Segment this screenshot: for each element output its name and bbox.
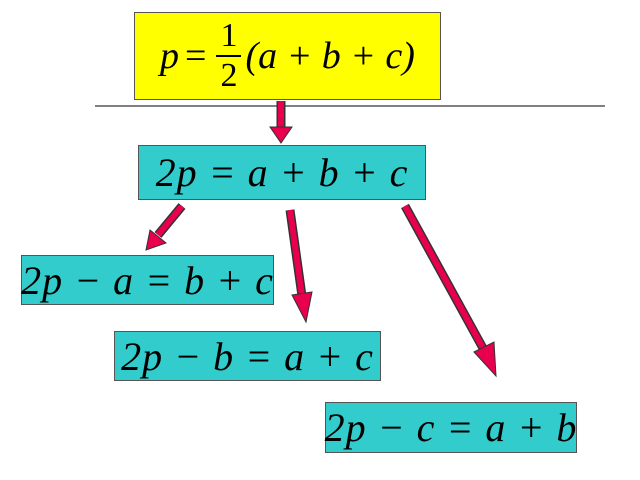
- derived-equation-c: 2p − c = a + b: [324, 405, 578, 450]
- arrow-perimeter-to-c: [401, 203, 497, 378]
- arrow-formula-to-perimeter: [269, 101, 293, 144]
- fraction-numerator: 1: [216, 19, 242, 57]
- derived-equation-box-c: 2p − c = a + b: [325, 402, 577, 453]
- derived-equation-box-b: 2p − b = a + c: [114, 331, 381, 381]
- formula-fraction: 1 2: [216, 19, 242, 94]
- derived-equation-box-a: 2p − a = b + c: [21, 255, 274, 305]
- semiperimeter-formula-box: p = 1 2 (a + b + c): [134, 12, 441, 100]
- fraction-denominator: 2: [220, 57, 238, 94]
- arrow-perimeter-to-b: [285, 209, 313, 324]
- semiperimeter-formula: p = 1 2 (a + b + c): [160, 19, 415, 93]
- formula-equals: =: [185, 35, 207, 77]
- formula-rhs: (a + b + c): [245, 35, 415, 77]
- formula-lhs: p: [160, 35, 180, 77]
- divider-line: [95, 105, 605, 107]
- derived-equation-a: 2p − a = b + c: [21, 257, 274, 303]
- perimeter-equation: 2p = a + b + c: [155, 150, 409, 195]
- arrow-perimeter-to-a: [145, 203, 186, 251]
- derived-equation-b: 2p − b = a + c: [121, 333, 374, 379]
- perimeter-equation-box: 2p = a + b + c: [138, 145, 426, 200]
